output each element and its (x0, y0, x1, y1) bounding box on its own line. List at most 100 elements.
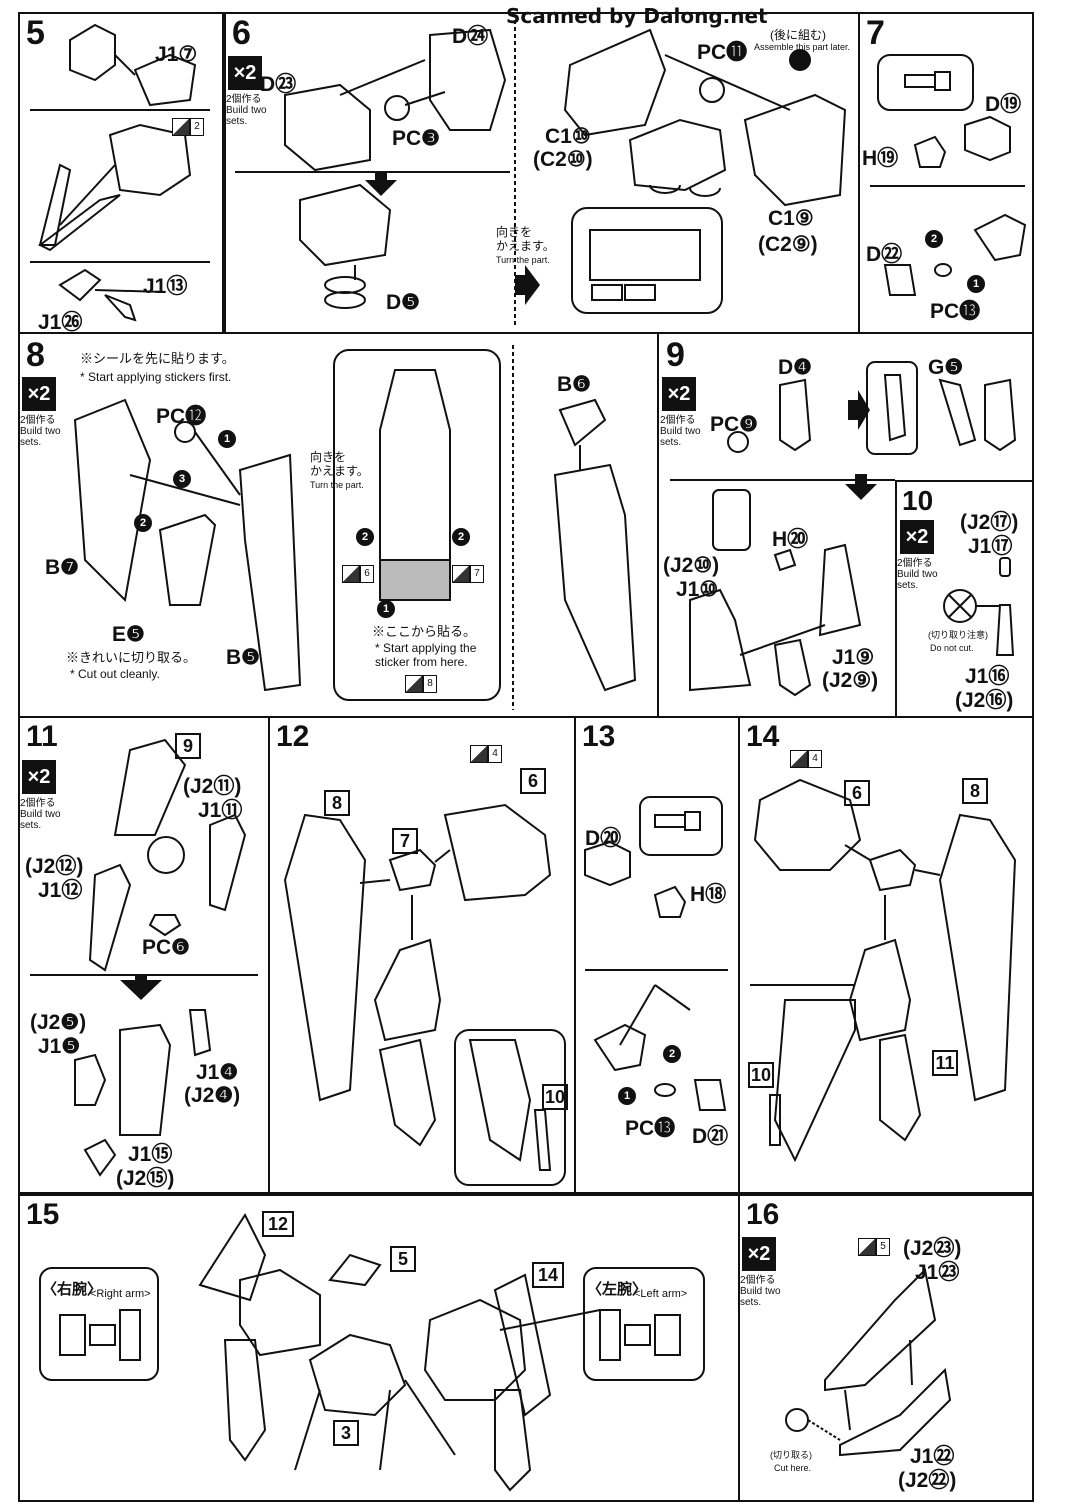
step-number: 9 (662, 338, 689, 372)
part-label: D❹ (778, 356, 812, 379)
x2-badge: ×2 (662, 377, 696, 411)
ref-step-6: 6 (520, 768, 546, 794)
part-label: (J2⑫) (25, 855, 84, 878)
no-cut-jp: (切り取り注意) (928, 630, 988, 640)
part-label: J1⑰ (968, 535, 1013, 558)
part-label: PC⓫ (697, 41, 748, 64)
part-label: (J2⑰) (960, 511, 1019, 534)
assemble-later-note-jp: (後に組む) (770, 28, 826, 42)
ref-step-12: 12 (262, 1211, 294, 1237)
part-label: (J2⑩) (663, 554, 720, 577)
ref-step-10: 10 (748, 1062, 774, 1088)
right-arm-en: <Right arm> (90, 1288, 151, 1300)
cut-cleanly-jp: ※きれいに切り取る。 (66, 650, 197, 665)
x2-badge: ×2 (22, 377, 56, 411)
step-number: 13 (578, 720, 620, 754)
right-arm-jp: 〈右腕〉 (42, 1281, 103, 1298)
cut-here-jp: (切り取る) (770, 1450, 812, 1460)
assemble-later-note-en: Assemble this part later. (754, 42, 851, 52)
sticker-marker: 4 (470, 745, 502, 763)
step-order-1: 1 (618, 1087, 636, 1105)
step-number: 16 (742, 1198, 784, 1232)
part-label: H⑱ (690, 883, 727, 906)
part-label: PC⓬ (156, 405, 207, 428)
turn-note-en: Turn the part. (310, 480, 364, 490)
part-label: J1⑨ (832, 646, 875, 669)
part-label: C1⑨ (768, 207, 814, 230)
ref-step-3: 3 (333, 1420, 359, 1446)
step-order-1: 1 (377, 600, 395, 618)
x2-badge: ×2 (742, 1237, 776, 1271)
part-label: H⑳ (772, 528, 809, 551)
step-16-panel (738, 1194, 1034, 1502)
ref-step-5: 5 (390, 1246, 416, 1272)
part-label: (J2❺) (30, 1011, 87, 1034)
part-label: D⑲ (985, 93, 1022, 116)
part-label: E❺ (112, 623, 145, 646)
part-label: D㉑ (692, 1125, 729, 1148)
sticker-marker: 8 (405, 675, 437, 693)
cut-cleanly-en: * Cut out cleanly. (70, 667, 160, 681)
step-number: 12 (272, 720, 314, 754)
part-label: (J2⑪) (183, 775, 242, 798)
part-label: C1⑩ (545, 125, 591, 148)
part-label: D❺ (386, 291, 420, 314)
part-label: PC❾ (710, 413, 758, 436)
part-label: J1㉒ (910, 1445, 955, 1468)
part-label: G❺ (928, 356, 964, 379)
part-label: J1⑩ (676, 578, 719, 601)
part-label: D⑳ (585, 827, 622, 850)
ref-step-9: 9 (175, 733, 201, 759)
watermark: Scanned by Dalong.net (506, 4, 768, 28)
part-label: PC❻ (142, 936, 190, 959)
left-arm-en: <Left arm> (634, 1288, 688, 1300)
sticker-marker: 7 (452, 565, 484, 583)
x2-badge: ×2 (228, 56, 262, 90)
step-number: 10 (898, 484, 938, 518)
stickers-first-en: * Start applying stickers first. (80, 370, 232, 384)
sticker-marker: 5 (858, 1238, 890, 1256)
part-label: (J2❹) (184, 1084, 241, 1107)
part-label: PC⓭ (930, 300, 981, 323)
step-number: 15 (22, 1198, 64, 1232)
start-here-jp: ※ここから貼る。 (372, 624, 477, 639)
start-here-en: * Start applying the sticker from here. (375, 641, 477, 669)
part-label: (J2⑯) (955, 689, 1014, 712)
cut-here-en: Cut here. (774, 1463, 812, 1473)
step-number: 14 (742, 720, 784, 754)
part-label: (J2㉓) (903, 1237, 962, 1260)
turn-note-en: Turn the part. (496, 255, 550, 265)
part-label: D㉔ (452, 25, 489, 48)
step-number: 6 (228, 16, 255, 50)
step-order-3: 3 (173, 470, 191, 488)
part-label: H⑲ (862, 147, 899, 170)
part-label: (C2⑨) (758, 233, 818, 256)
ref-step-7: 7 (392, 828, 418, 854)
part-label: J1❹ (196, 1061, 239, 1084)
ref-step-8: 8 (962, 778, 988, 804)
x2-badge: ×2 (22, 760, 56, 794)
part-label: J1⑫ (38, 879, 83, 902)
ref-step-11: 11 (932, 1050, 958, 1076)
ref-step-14: 14 (532, 1262, 564, 1288)
sticker-marker: 2 (172, 118, 204, 136)
part-label: B❻ (557, 373, 591, 396)
x2-badge: ×2 (900, 520, 934, 554)
part-label: B❺ (226, 646, 260, 669)
step-order-2: 2 (134, 514, 152, 532)
part-label: (J2㉒) (898, 1469, 957, 1492)
step-number: 5 (22, 16, 49, 50)
step-order-2: 2 (925, 230, 943, 248)
sticker-marker: 6 (342, 565, 374, 583)
